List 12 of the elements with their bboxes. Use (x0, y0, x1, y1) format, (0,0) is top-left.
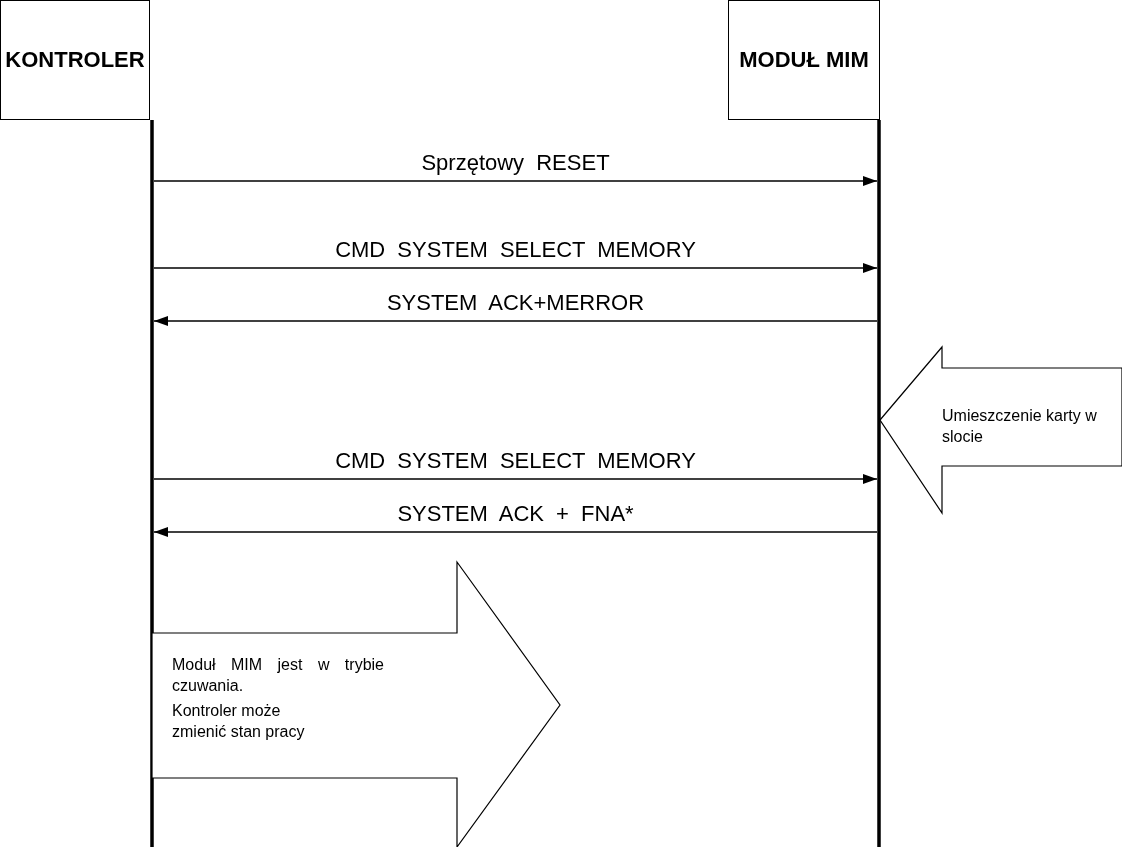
note-text: Umieszczenie karty w slocie (942, 406, 1098, 447)
note-text: Kontroler może zmienić stan pracy (172, 701, 306, 742)
participant-label: MODUŁ MIM (739, 47, 869, 73)
block-arrow (151, 560, 561, 847)
message-arrow (153, 176, 878, 186)
note-text: Moduł MIM jest w trybie czuwania. (172, 655, 384, 696)
participant-label: KONTROLER (5, 47, 145, 73)
message-arrow (153, 316, 878, 326)
message-arrow (153, 474, 878, 484)
message-arrow (153, 527, 878, 537)
message-arrow (153, 263, 878, 273)
block-arrow (879, 345, 1122, 515)
